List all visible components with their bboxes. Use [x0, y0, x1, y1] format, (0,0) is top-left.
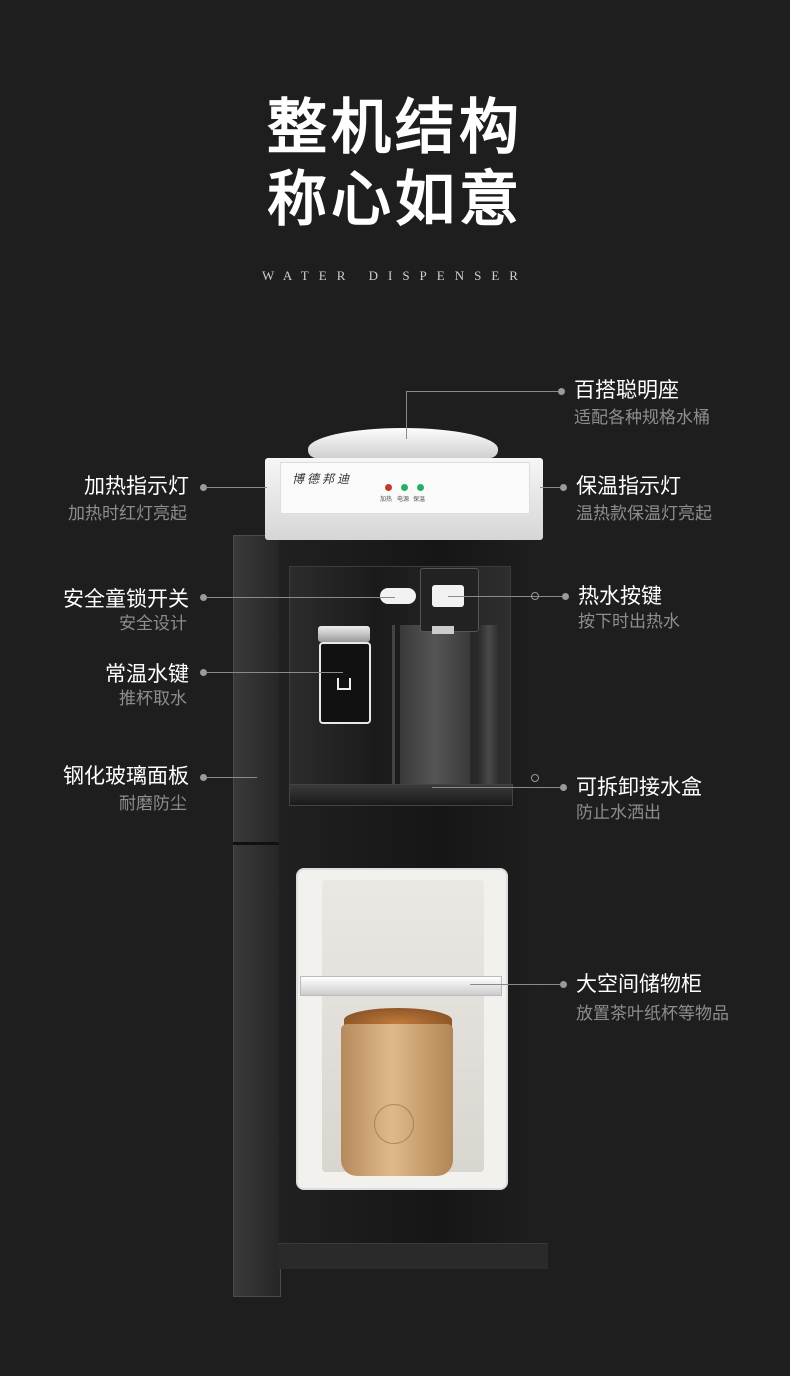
callout-line-bucket-seat-v	[406, 391, 407, 439]
callout-line-heat-light	[207, 487, 267, 488]
callout-dot-child-lock	[200, 594, 207, 601]
callout-line-hot-key	[448, 596, 562, 597]
feature-desc-drip-tray: 防止水洒出	[576, 803, 661, 823]
callout-dot-normal-key	[200, 669, 207, 676]
brand-logo: 博德邦迪	[292, 472, 353, 486]
indicator-label-power: 电源	[397, 496, 410, 503]
feature-desc-child-lock: 安全设计	[119, 614, 187, 634]
feature-label-glass-panel: 钢化玻璃面板	[63, 764, 189, 788]
heat-indicator-light	[385, 484, 392, 491]
outlet-divider-left	[392, 625, 395, 784]
feature-desc-normal-key: 推杯取水	[119, 689, 187, 709]
callout-dot-bucket-seat	[558, 388, 565, 395]
callout-dot-warm-light	[560, 484, 567, 491]
callout-line-glass-panel	[207, 777, 257, 778]
feature-desc-hot-key: 按下时出热水	[578, 612, 680, 632]
outlet-pillar-right	[478, 625, 500, 784]
feature-label-normal-key: 常温水键	[105, 662, 189, 686]
feature-desc-cabinet: 放置茶叶纸杯等物品	[576, 1004, 729, 1024]
hot-tap	[432, 626, 454, 634]
feature-desc-warm-light: 温热款保温灯亮起	[576, 504, 712, 524]
feature-label-hot-key: 热水按键	[578, 584, 662, 608]
water-tap	[318, 626, 370, 642]
glass-door	[233, 535, 281, 1297]
warm-indicator-light	[417, 484, 424, 491]
tea-canister-seal	[374, 1104, 414, 1144]
feature-desc-heat-light: 加热时红灯亮起	[68, 504, 187, 524]
page-title-line1: 整机结构	[267, 93, 523, 163]
dispenser-base	[278, 1243, 548, 1269]
bucket-seat	[308, 428, 498, 458]
callout-marker-hot-key	[531, 592, 539, 600]
callout-line-warm-light	[540, 487, 560, 488]
page-title-line2: 称心如意	[267, 165, 523, 235]
feature-label-child-lock: 安全童锁开关	[63, 587, 189, 611]
callout-dot-glass-panel	[200, 774, 207, 781]
callout-marker-drip-tray	[531, 774, 539, 782]
cabinet-shelf	[300, 976, 502, 996]
child-lock-switch[interactable]	[380, 588, 416, 604]
cup-icon	[337, 678, 351, 690]
normal-water-key[interactable]	[319, 642, 371, 724]
power-indicator-light	[401, 484, 408, 491]
feature-label-cabinet: 大空间储物柜	[576, 972, 702, 996]
outlet-bay-right	[400, 625, 470, 784]
callout-line-child-lock	[207, 597, 395, 598]
callout-line-drip-tray	[432, 787, 560, 788]
drip-tray	[289, 784, 513, 806]
callout-dot-drip-tray	[560, 784, 567, 791]
callout-line-bucket-seat	[406, 391, 558, 392]
callout-dot-hot-key	[562, 593, 569, 600]
feature-label-bucket-seat: 百搭聪明座	[574, 378, 679, 402]
callout-dot-cabinet	[560, 981, 567, 988]
page-subtitle: WATER DISPENSER	[262, 268, 528, 283]
feature-desc-glass-panel: 耐磨防尘	[119, 794, 187, 814]
feature-label-warm-light: 保温指示灯	[576, 474, 681, 498]
indicator-label-heat: 加热	[380, 496, 393, 503]
callout-line-normal-key	[207, 672, 343, 673]
feature-desc-bucket-seat: 适配各种规格水桶	[574, 408, 710, 428]
indicator-label-warm: 保温	[413, 496, 426, 503]
tea-canister	[341, 1024, 453, 1176]
feature-label-drip-tray: 可拆卸接水盒	[576, 775, 702, 799]
feature-label-heat-light: 加热指示灯	[84, 474, 189, 498]
door-seam	[233, 842, 279, 845]
callout-line-cabinet	[470, 984, 560, 985]
callout-dot-heat-light	[200, 484, 207, 491]
